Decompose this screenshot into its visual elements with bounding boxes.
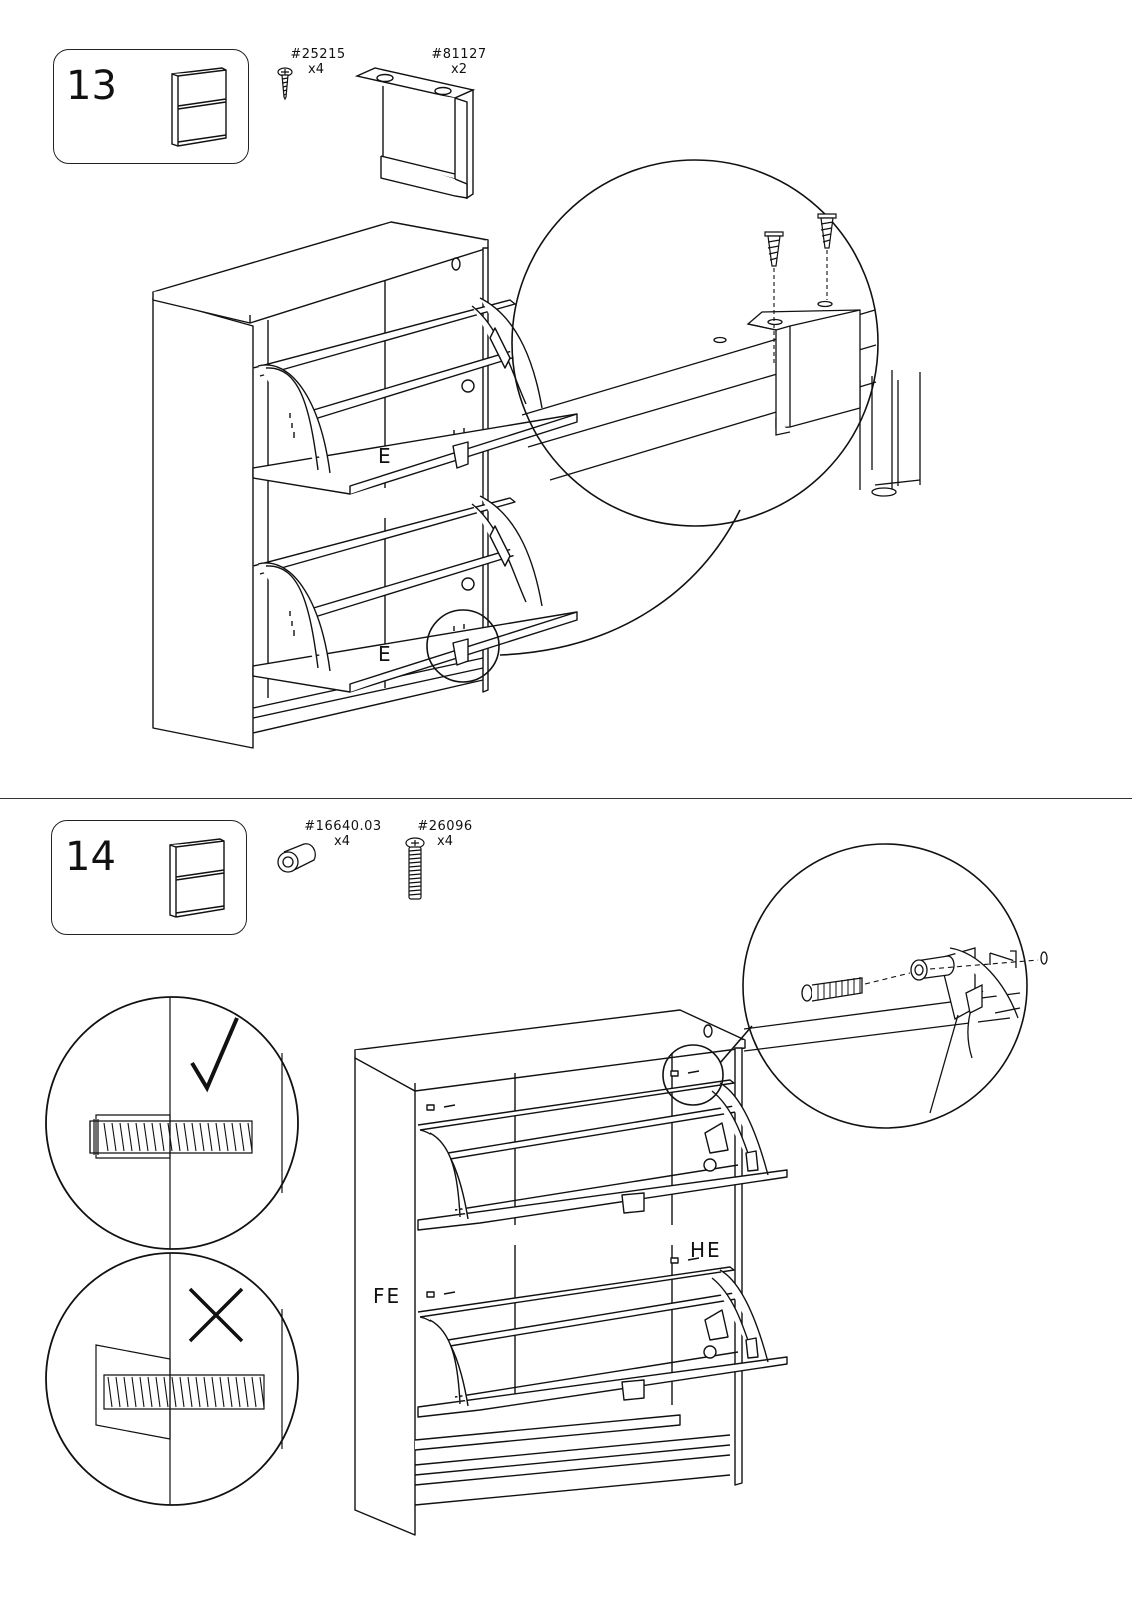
part-qty: x4 [296,63,336,77]
step-number: 14 [65,837,116,877]
wrong-install-circle [42,1249,302,1509]
part-code: #81127 [429,48,489,62]
inner-panel-label: HE [690,1240,722,1260]
side-panel-label: FE [373,1286,401,1306]
bolt-icon [403,836,427,902]
step-14-header: 14 [51,820,247,935]
bracket-icon [355,66,485,206]
bracket-detail-zoom [500,150,890,790]
panel-label-e: E [378,446,393,466]
bolt-detail-zoom [720,843,1020,1153]
step-divider [0,798,1132,799]
part-code: #26096 [415,820,475,834]
correct-install-circle [42,993,302,1253]
spacer-icon [272,840,322,880]
panel-label-e: E [378,644,393,664]
cabinet-thumbnail-icon [162,835,232,925]
part-code: #16640.03 [303,820,383,834]
part-qty: x4 [322,835,362,849]
cabinet-thumbnail-icon [164,64,234,154]
screw-icon [275,66,295,100]
step-13-header: 13 [53,49,249,164]
step-number: 13 [66,66,117,106]
part-code: #25215 [288,48,348,62]
part-qty: x4 [425,835,465,849]
